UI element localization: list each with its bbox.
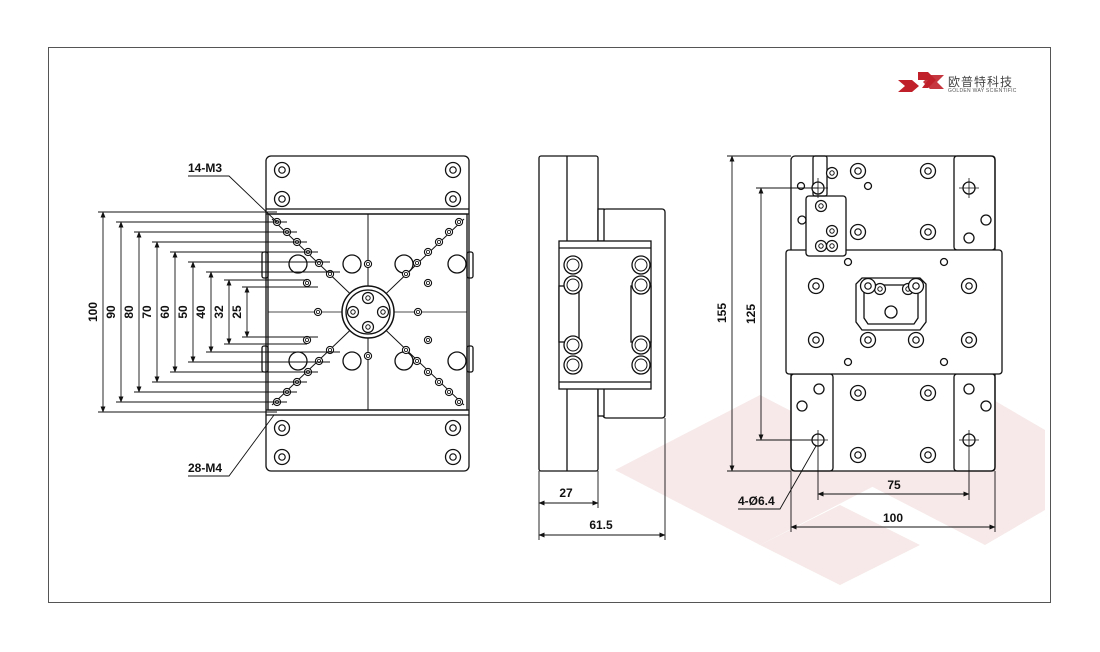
dim-front-50: 50: [176, 305, 190, 319]
side-view: [538, 155, 666, 472]
brand-name-cn: 欧普特科技: [948, 75, 1014, 89]
dim-side-27: 27: [559, 486, 573, 500]
callout-m3: 14-M3: [188, 161, 222, 175]
callout-mount-holes: 4-Ø6.4: [738, 494, 775, 508]
dim-top-125: 125: [744, 304, 758, 324]
top-view-dimension-lines: [727, 155, 996, 532]
dim-front-25: 25: [230, 305, 244, 319]
front-view: [261, 155, 474, 472]
dim-top-100: 100: [883, 511, 903, 525]
top-view: [785, 155, 1003, 472]
dim-side-61-5: 61.5: [589, 518, 613, 532]
front-view-dimension-lines: [98, 175, 340, 477]
dim-front-100: 100: [86, 302, 100, 322]
dim-front-80: 80: [122, 305, 136, 319]
callout-m4: 28-M4: [188, 461, 222, 475]
dim-front-90: 90: [104, 305, 118, 319]
dim-front-40: 40: [194, 305, 208, 319]
dim-front-60: 60: [158, 305, 172, 319]
drawing-frame: [48, 47, 1051, 603]
dim-front-32: 32: [212, 305, 226, 319]
dim-front-70: 70: [140, 305, 154, 319]
dim-top-155: 155: [715, 303, 729, 323]
side-view-dimension-lines: [538, 418, 666, 540]
brand-name-en: GOLDEN WAY SCIENTIFIC: [948, 88, 1017, 94]
brand-logo-icon: [898, 72, 944, 92]
dim-top-75: 75: [887, 478, 901, 492]
